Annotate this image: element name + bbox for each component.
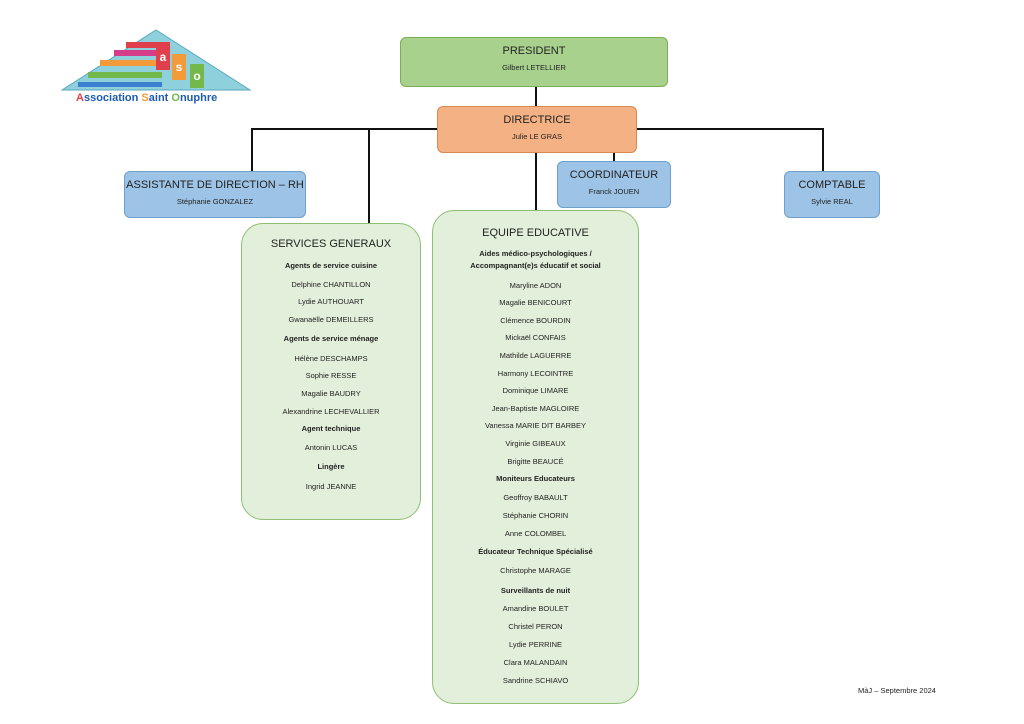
staff-name: Hélène DESCHAMPS	[294, 354, 368, 363]
president-title: PRESIDENT	[502, 45, 566, 57]
assistante-box: ASSISTANTE DE DIRECTION – RH Stéphanie G…	[124, 171, 306, 218]
logo-text-O: O	[171, 92, 180, 104]
services-generaux-title: SERVICES GENERAUX	[270, 238, 392, 250]
staff-name: Clara MALANDAIN	[503, 658, 568, 667]
logo-stripe-orange	[100, 60, 160, 66]
staff-name: Alexandrine LECHEVALLIER	[282, 407, 380, 416]
coordinateur-title: COORDINATEUR	[569, 169, 659, 181]
section-heading: Éducateur Technique Spécialisé	[478, 547, 593, 556]
logo-text-nuphre: nuphre	[179, 92, 218, 104]
staff-name: Antonin LUCAS	[304, 443, 358, 452]
staff-name: Christophe MARAGE	[500, 566, 571, 575]
staff-name: Virginie GIBEAUX	[505, 439, 566, 448]
staff-name: Delphine CHANTILLON	[291, 280, 371, 289]
connector-to-equipe-educative	[535, 152, 537, 211]
staff-name: Sophie RESSE	[305, 371, 357, 380]
logo-text-A: A	[76, 92, 84, 104]
staff-name: Vanessa MARIE DIT BARBEY	[484, 421, 586, 430]
staff-name: Maryline ADON	[509, 281, 562, 290]
equipe-educative-title: EQUIPE EDUCATIVE	[482, 227, 589, 239]
staff-name: Lydie PERRINE	[508, 640, 563, 649]
logo-stripe-pink	[114, 50, 164, 56]
footer-update-date: MàJ – Septembre 2024	[858, 686, 936, 695]
staff-name: Sandrine SCHIAVO	[502, 676, 569, 685]
president-name: Gilbert LETELLIER	[502, 63, 566, 72]
logo-text-aint: aint	[148, 92, 172, 104]
logo-letter-block-a	[156, 42, 170, 70]
assistante-title: ASSISTANTE DE DIRECTION – RH	[126, 179, 304, 191]
president-box: PRESIDENT Gilbert LETELLIER	[400, 37, 668, 87]
logo-stripe-green	[88, 72, 162, 78]
section-heading: Agents de service cuisine	[284, 261, 378, 270]
connector-to-assistante	[251, 128, 253, 172]
logo-letter-s: s	[176, 60, 183, 74]
comptable-box: COMPTABLE Sylvie REAL	[784, 171, 880, 218]
staff-name: Magalie BAUDRY	[301, 389, 361, 398]
connector-to-services-generaux	[368, 128, 370, 224]
staff-name: Clémence BOURDIN	[500, 316, 571, 325]
connector-president-directrice	[535, 86, 537, 108]
logo-stripe-blue	[78, 82, 162, 87]
staff-name: Harmony LECOINTRE	[497, 369, 574, 378]
logo-house-graphic: a s o	[60, 29, 252, 91]
comptable-title: COMPTABLE	[798, 179, 866, 191]
logo: a s o Association Saint Onuphre	[58, 28, 254, 110]
staff-name: Anne COLOMBEL	[504, 529, 567, 538]
staff-name: Ingrid JEANNE	[305, 482, 357, 491]
section-heading: Surveillants de nuit	[500, 586, 571, 595]
coordinateur-name: Franck JOUEN	[588, 187, 640, 196]
section-heading: Agent technique	[301, 424, 361, 433]
directrice-box: DIRECTRICE Julie LE GRAS	[437, 106, 637, 153]
staff-name: Gwanaëlle DEMEILLERS	[288, 315, 374, 324]
section-heading: Lingère	[317, 462, 345, 471]
staff-name: Lydie AUTHOUART	[298, 297, 364, 306]
logo-text-ssociation: ssociation	[83, 92, 142, 104]
services-generaux-panel: SERVICES GENERAUX Agents de service cuis…	[241, 223, 421, 520]
staff-name: Dominique LIMARE	[502, 386, 569, 395]
section-heading: Aides médico-psychologiques /	[479, 249, 592, 258]
staff-name: Magalie BENICOURT	[499, 298, 572, 307]
comptable-name: Sylvie REAL	[811, 197, 853, 206]
staff-name: Christel PERON	[508, 622, 563, 631]
logo-letter-block-s	[172, 54, 186, 80]
connector-to-comptable	[822, 128, 824, 172]
directrice-title: DIRECTRICE	[503, 114, 571, 126]
staff-name: Geoffroy BABAULT	[503, 493, 568, 502]
section-heading: Moniteurs Educateurs	[496, 474, 575, 483]
staff-name: Mickaël CONFAIS	[505, 333, 566, 342]
staff-name: Mathilde LAGUERRE	[499, 351, 572, 360]
logo-text: Association Saint Onuphre	[76, 92, 217, 104]
staff-name: Amandine BOULET	[502, 604, 569, 613]
logo-letter-o: o	[193, 69, 200, 83]
logo-letter-block-o	[190, 64, 204, 88]
directrice-name: Julie LE GRAS	[511, 132, 563, 141]
coordinateur-box: COORDINATEUR Franck JOUEN	[557, 161, 671, 208]
staff-name: Stéphanie CHORIN	[502, 511, 569, 520]
section-heading: Accompagnant(e)s éducatif et social	[470, 261, 601, 270]
logo-text-S: S	[141, 92, 149, 104]
section-heading: Agents de service ménage	[283, 334, 379, 343]
staff-name: Brigitte BEAUCÉ	[507, 457, 564, 466]
assistante-name: Stéphanie GONZALEZ	[176, 197, 254, 206]
logo-letter-a: a	[160, 50, 167, 64]
logo-stripe-red	[126, 42, 162, 48]
staff-name: Jean-Baptiste MAGLOIRE	[491, 404, 580, 413]
equipe-educative-panel: EQUIPE EDUCATIVE Aides médico-psychologi…	[432, 210, 639, 704]
